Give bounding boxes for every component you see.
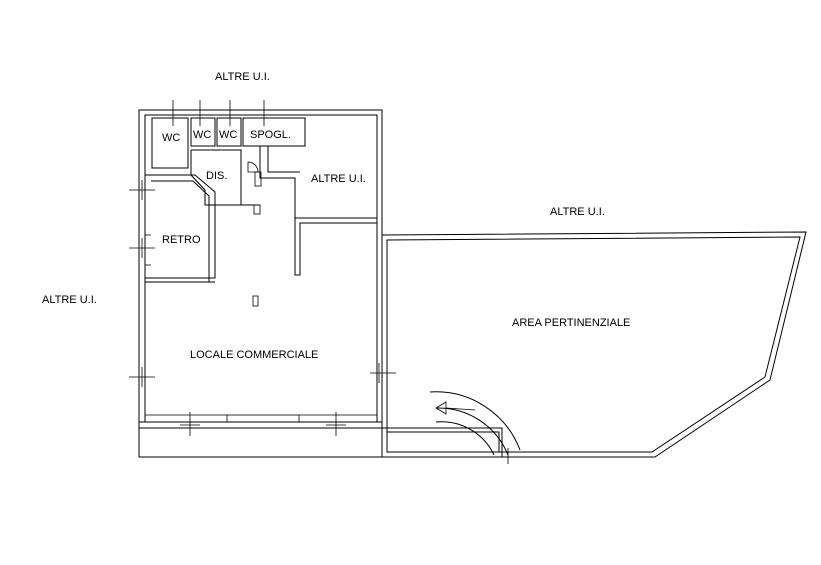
entrance-ramp (429, 391, 521, 456)
dimension-ticks (129, 100, 516, 464)
label-dis: DIS. (206, 170, 227, 182)
label-altre-left: ALTRE U.I. (42, 294, 97, 306)
label-wc-1: WC (162, 132, 180, 144)
label-area-pertinenziale: AREA PERTINENZIALE (512, 317, 630, 329)
retro-room (145, 174, 216, 283)
label-wc-3: WC (219, 129, 237, 141)
label-altre-room: ALTRE U.I. (311, 173, 366, 185)
outdoor-area (381, 231, 807, 458)
label-locale-commerciale: LOCALE COMMERCIALE (190, 349, 318, 361)
label-spogl: SPOGL. (250, 129, 291, 141)
label-altre-far-right: ALTRE U.I. (550, 206, 605, 218)
partition (252, 218, 377, 307)
label-wc-2: WC (193, 129, 211, 141)
label-altre-top: ALTRE U.I. (215, 71, 270, 83)
label-retro: RETRO (162, 234, 201, 246)
service-block (151, 117, 377, 219)
facade (144, 340, 378, 423)
